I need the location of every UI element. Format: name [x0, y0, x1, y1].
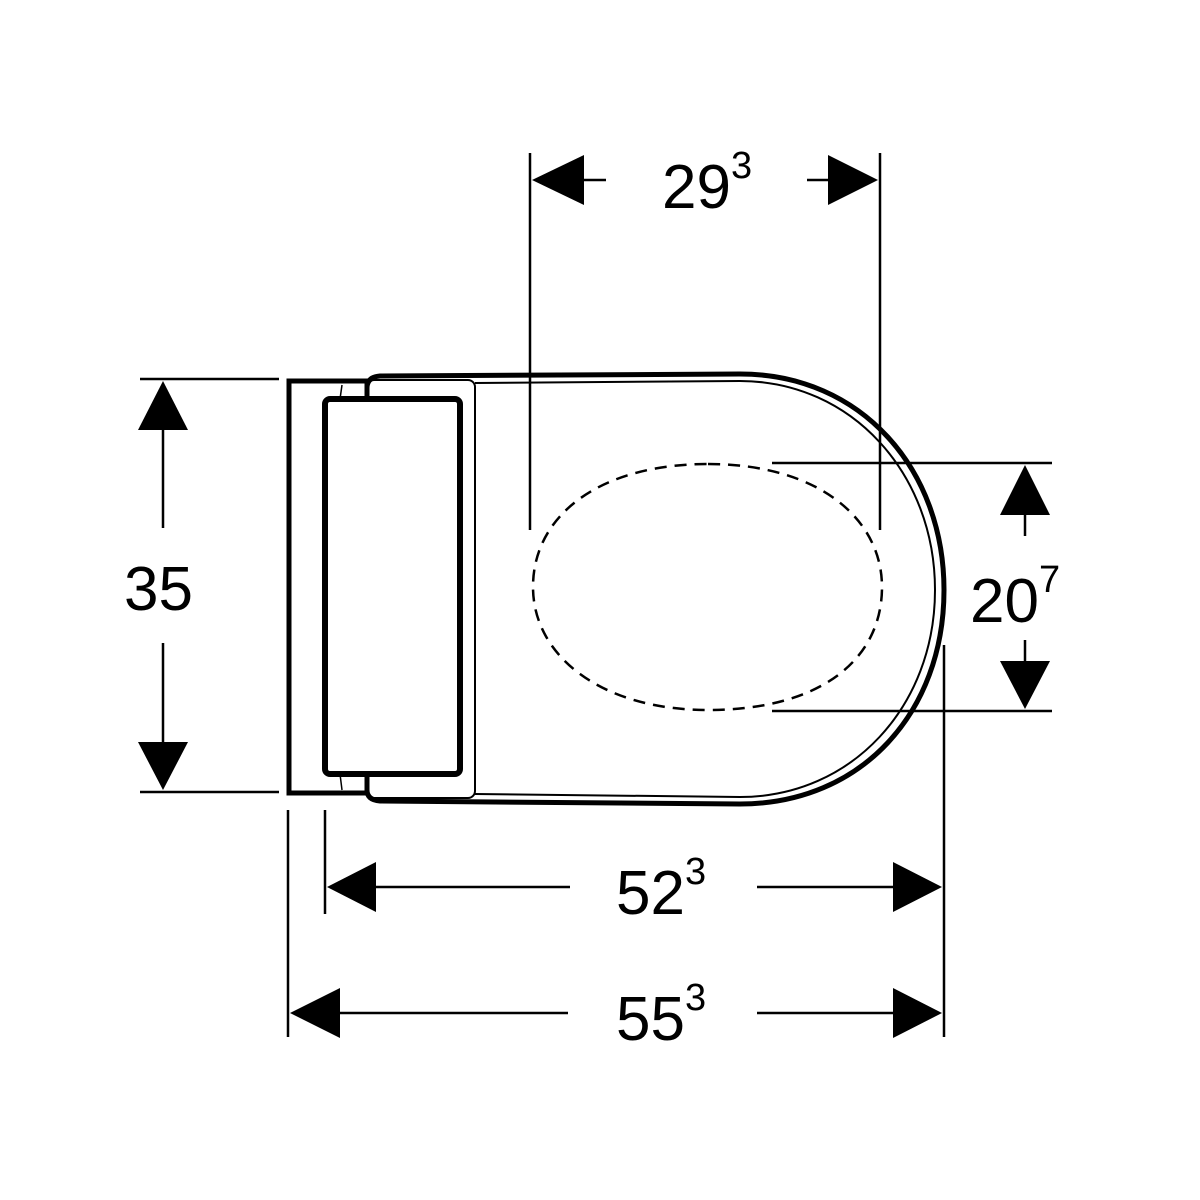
dim-label-overall-length: 553 [616, 977, 706, 1054]
arrow-left-icon [532, 155, 584, 205]
dimension-lines [138, 153, 1052, 1038]
arrow-right-icon [828, 155, 878, 205]
dim-label-overall-width: 35 [124, 555, 193, 624]
seat-outer-outline [364, 371, 947, 807]
dim-label-bowl-opening-width: 207 [970, 559, 1060, 636]
dim-label-bowl-opening-length: 293 [662, 145, 752, 222]
arrow-down-icon [1000, 661, 1050, 709]
arrow-down-icon [138, 742, 188, 790]
dim-label-bowl-projection: 523 [616, 851, 706, 928]
cistern-panel [322, 396, 463, 777]
hinge-line [339, 773, 343, 791]
arrow-up-icon [138, 381, 188, 430]
hinge-line [339, 384, 343, 400]
seat-inner-outline [474, 379, 937, 799]
arrow-right-icon [893, 862, 942, 912]
arrow-left-icon [290, 988, 340, 1038]
toilet-outline [286, 371, 947, 807]
arrow-left-icon [327, 862, 376, 912]
bowl-opening-dashed [531, 462, 884, 712]
arrow-up-icon [1000, 465, 1050, 515]
arrow-right-icon [893, 988, 942, 1038]
